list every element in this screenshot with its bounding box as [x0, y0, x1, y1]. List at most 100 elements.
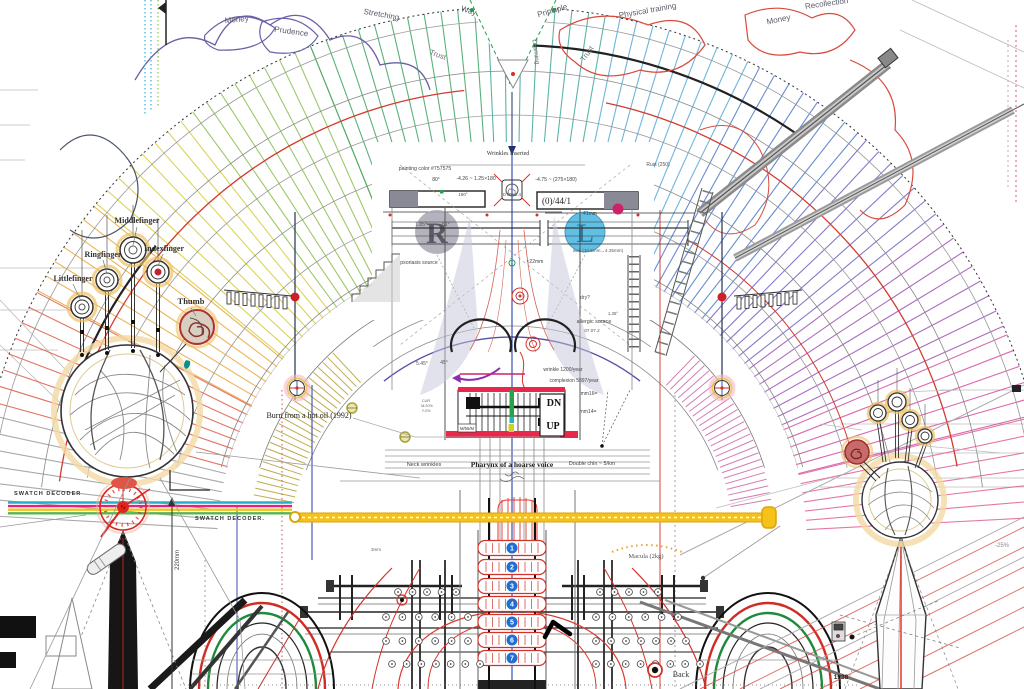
fan-inner-tick: [256, 480, 297, 492]
rivet-dot: [624, 663, 627, 665]
label-littlefinger: Littlefinger: [53, 274, 93, 283]
right-hand: [819, 368, 1001, 547]
label-044-1: (0)/44/1: [542, 196, 571, 206]
fan-inner-tick: [707, 421, 745, 442]
label-angle-45: 45°: [440, 360, 448, 366]
fan-spoke: [83, 219, 278, 368]
rivet-dot: [657, 591, 659, 593]
fan-spoke: [798, 416, 1024, 475]
label-m20: M:20%: [421, 404, 433, 408]
fan-inner-tick: [677, 370, 710, 399]
label-formula-right: -4.75 ~ (275×180): [535, 177, 577, 183]
fan-inner-tick: [262, 461, 302, 476]
pipes: [696, 47, 1024, 262]
fan-label-physical-training: Physical training: [618, 1, 677, 20]
fan-spoke: [106, 190, 291, 352]
fan-inner-tick: [317, 366, 349, 396]
fan-inner-tick: [292, 399, 328, 423]
vertebra-number-badge: [506, 634, 518, 646]
fan-ring-arc: [511, 43, 800, 137]
fan-inner-tick: [669, 360, 700, 390]
rivet-dot: [401, 640, 404, 642]
fan-spoke: [795, 399, 1024, 466]
apex-marks: [469, 0, 557, 155]
fan-label-prudence: Prudence: [274, 25, 310, 39]
fan-inner-tick: [692, 391, 727, 417]
fan-spoke: [118, 177, 297, 345]
fan-spoke: [686, 111, 832, 308]
label-double-chin: Double chin ~ 5/km: [569, 461, 616, 467]
rivet-dot: [628, 591, 630, 593]
target-right: [708, 374, 736, 402]
fan-spoke: [773, 295, 990, 409]
label-back: Back: [673, 670, 689, 679]
vertebra-number: 1: [510, 546, 514, 553]
fan-inner-tick: [719, 452, 759, 468]
label-middlefinger: Middlefinger: [115, 216, 160, 225]
fan-inner-tick: [260, 467, 300, 481]
rivet-dot: [467, 616, 469, 618]
rivet-dot: [417, 640, 420, 642]
fan-inner-tick: [275, 429, 313, 449]
fan-inner-tick: [730, 498, 772, 507]
fan-spoke: [0, 467, 221, 502]
label-3mm: 3mm: [371, 547, 381, 552]
label-07072: 07.07.2: [584, 328, 600, 333]
rivet-dot: [440, 591, 443, 593]
rivet-dot: [467, 640, 469, 642]
rivet-dot: [613, 591, 616, 593]
fan-inner-tick: [313, 372, 345, 400]
label-burn: Burn from a hot oil (1992): [266, 411, 351, 420]
label-allergic: allergic source: [577, 319, 612, 325]
fan-spoke: [701, 132, 859, 320]
rivet-dot: [595, 663, 597, 665]
right-crystal: [839, 534, 961, 689]
rivet-dot: [595, 640, 597, 642]
vertebra-number: 3: [510, 584, 514, 591]
rivet-dot: [450, 640, 453, 642]
fan-spoke: [738, 200, 926, 357]
label-swatch-decoder-right: SWATCH DECODER.: [195, 516, 265, 522]
fan-spoke: [725, 174, 904, 343]
label-dt0524: DT.05.2.4: [503, 192, 522, 197]
fan-inner-tick: [258, 474, 299, 487]
rivet-dot: [627, 616, 630, 618]
vertebra-number: 7: [510, 656, 514, 663]
vertebra-number-badge: [506, 580, 518, 592]
fan-inner-tick: [698, 403, 735, 427]
fan-spoke: [73, 232, 272, 375]
rivet-dot: [401, 616, 404, 618]
decoder-stripes-and-bar: [8, 477, 1024, 581]
fan-inner-tick: [723, 465, 763, 479]
fan-spoke: [192, 111, 338, 308]
fan-label-recollection: Recollection: [804, 0, 848, 11]
fan-inner-tick: [721, 458, 761, 474]
fan-inner-tick: [327, 357, 357, 388]
fan-spoke: [693, 121, 846, 314]
cmyk-stripes: [8, 501, 292, 515]
label-pharynx: Pharynx of a hoarse voice: [471, 460, 554, 469]
vertebra-number-badge: [506, 598, 518, 610]
svg-text:R: R: [426, 217, 448, 250]
vertebra-number-badge: [506, 616, 518, 628]
rivet-dot: [397, 591, 399, 593]
fan-inner-tick: [255, 487, 296, 498]
rivet-dot: [426, 591, 428, 593]
fan-inner-tick: [710, 427, 748, 447]
fan-spoke: [154, 142, 317, 325]
rivet-dot: [699, 663, 701, 665]
label-angle-185: 1.85°: [415, 222, 427, 228]
label-m55m: M/55/M: [460, 426, 474, 431]
fan-label-money-left: Money: [224, 14, 249, 25]
label-dn: DN: [547, 398, 562, 409]
spikes-and-crystal: [0, 385, 1021, 689]
small-machine: [831, 621, 846, 642]
fan-spoke: [798, 418, 1024, 476]
fan-spoke: [129, 165, 304, 338]
label-y2: Y:2%: [422, 409, 431, 413]
label-neck-wrinkles: Neck wrinkles: [407, 462, 442, 468]
fan-label-trust-right: Trust: [578, 43, 596, 63]
fan-inner-tick: [712, 433, 751, 452]
rivet-dot: [609, 663, 612, 665]
